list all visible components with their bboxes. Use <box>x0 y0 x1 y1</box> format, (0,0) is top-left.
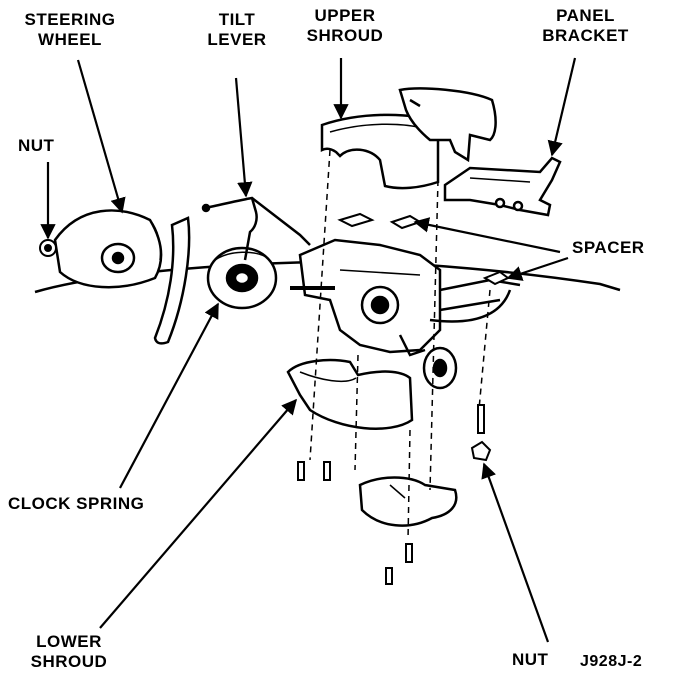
tilt-lever-part <box>201 196 311 261</box>
leader-spacer-2 <box>506 256 569 281</box>
leader-tilt-lever <box>234 77 253 198</box>
label-lower-shroud: LOWER SHROUD <box>14 632 124 672</box>
leader-clock-spring <box>119 302 219 489</box>
leader-lower-shroud <box>99 398 298 629</box>
label-upper-shroud-line2: SHROUD <box>306 26 384 45</box>
leader-panel-bracket <box>547 57 577 157</box>
steering-wheel-part <box>53 209 191 345</box>
label-panel-bracket-line2: BRACKET <box>542 26 629 45</box>
label-clock-spring: CLOCK SPRING <box>8 494 145 513</box>
panel-bracket-part <box>443 156 562 217</box>
label-tilt-lever: TILT LEVER <box>192 10 282 50</box>
figure-id: J928J-2 <box>580 653 643 670</box>
steering-column-body <box>290 238 521 390</box>
label-tilt-lever-line2: LEVER <box>207 30 267 49</box>
label-spacer: SPACER <box>572 238 645 257</box>
label-tilt-lever-line1: TILT <box>218 10 256 29</box>
label-panel-bracket: PANEL BRACKET <box>528 6 643 46</box>
shroud-screws <box>297 404 485 585</box>
leader-nut-bottom <box>481 462 550 643</box>
label-steering-wheel: STEERING WHEEL <box>10 10 130 50</box>
assembly-dashed-lines <box>309 149 491 541</box>
label-lower-shroud-line2: SHROUD <box>30 652 108 671</box>
leader-steering-wheel <box>76 59 126 214</box>
column-nut-part <box>470 440 492 462</box>
label-upper-shroud: UPPER SHROUD <box>290 6 400 46</box>
clock-spring-part <box>206 246 278 310</box>
leader-spacer-1 <box>413 217 561 254</box>
label-nut-top: NUT <box>18 136 55 155</box>
label-steering-wheel-line2: WHEEL <box>38 30 102 49</box>
label-steering-wheel-line1: STEERING <box>24 10 116 29</box>
label-lower-shroud-line1: LOWER <box>36 632 102 651</box>
spacer-parts <box>337 212 510 286</box>
steering-wheel-nut <box>39 239 57 257</box>
label-upper-shroud-line1: UPPER <box>314 6 376 25</box>
upper-shroud-part <box>320 87 497 190</box>
label-nut-bottom: NUT <box>512 650 549 669</box>
label-panel-bracket-line1: PANEL <box>556 6 615 25</box>
